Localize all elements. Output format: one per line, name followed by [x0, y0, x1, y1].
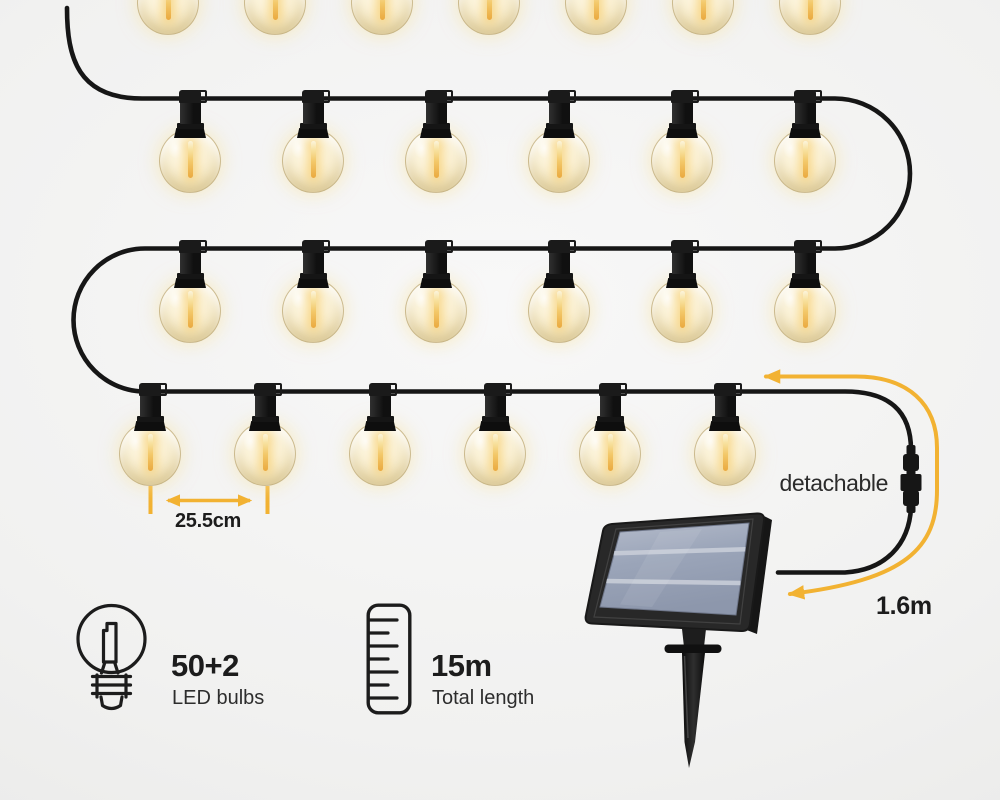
cable-length-label: 1.6m [876, 592, 932, 620]
bulb-count-label: LED bulbs [172, 687, 265, 709]
solar-panel [584, 512, 772, 634]
ruler-icon [366, 603, 412, 720]
detachable-label: detachable [779, 470, 888, 496]
total-length-label: Total length [432, 687, 535, 709]
bulb-spacing-label: 25.5cm [174, 510, 242, 532]
bulb-spacing-dimension [148, 486, 270, 514]
total-length-value: 15m [431, 648, 492, 683]
bulb-icon [73, 602, 153, 720]
string-wire [64, 5, 914, 456]
bulb-count-value: 50+2 [171, 648, 239, 683]
cable-length-arrow [763, 369, 939, 600]
panel-cable [775, 505, 914, 575]
detachable-connector [900, 445, 922, 513]
ground-stake [664, 629, 722, 768]
